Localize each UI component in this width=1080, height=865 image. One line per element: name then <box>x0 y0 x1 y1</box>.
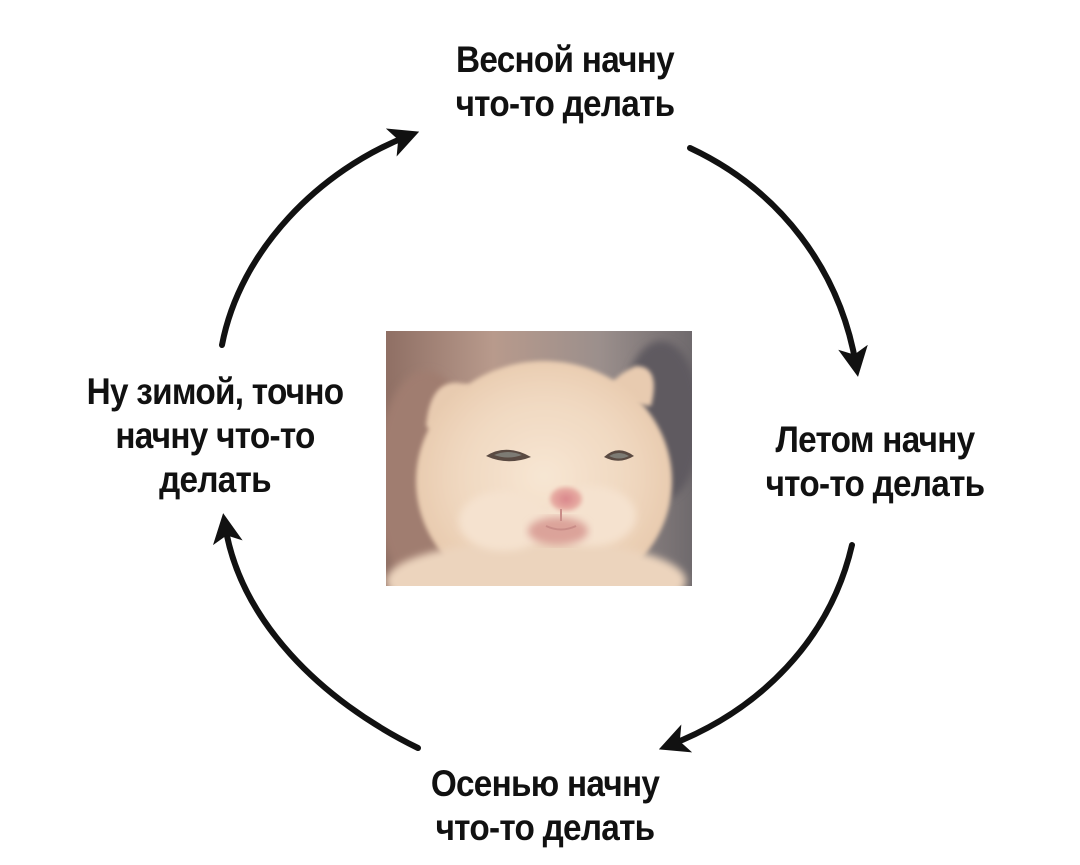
label-winter-line-3: делать <box>159 459 272 500</box>
label-summer-line-2: что-то делать <box>765 463 986 504</box>
label-spring: Весной начну что-то делать <box>399 38 732 126</box>
label-winter-line-1: Ну зимой, точно <box>86 371 344 412</box>
label-winter-line-2: начну что-то <box>115 415 315 456</box>
label-summer-line-1: Летом начну <box>775 419 976 460</box>
arrow-summer-to-autumn <box>658 542 855 753</box>
label-spring-line-2: что-то делать <box>455 83 676 124</box>
label-autumn-line-2: что-то делать <box>435 807 656 848</box>
arrow-autumn-to-winter <box>213 513 421 751</box>
label-winter: Ну зимой, точно начну что-то делать <box>49 370 382 502</box>
arrow-winter-to-spring <box>219 128 420 348</box>
label-summer: Летом начну что-то делать <box>709 418 1042 506</box>
label-autumn: Осенью начну что-то делать <box>379 762 712 850</box>
label-spring-line-1: Весной начну <box>456 39 675 80</box>
kitten-photo <box>386 331 692 586</box>
arrow-spring-to-summer <box>687 145 868 377</box>
label-autumn-line-1: Осенью начну <box>430 763 660 804</box>
